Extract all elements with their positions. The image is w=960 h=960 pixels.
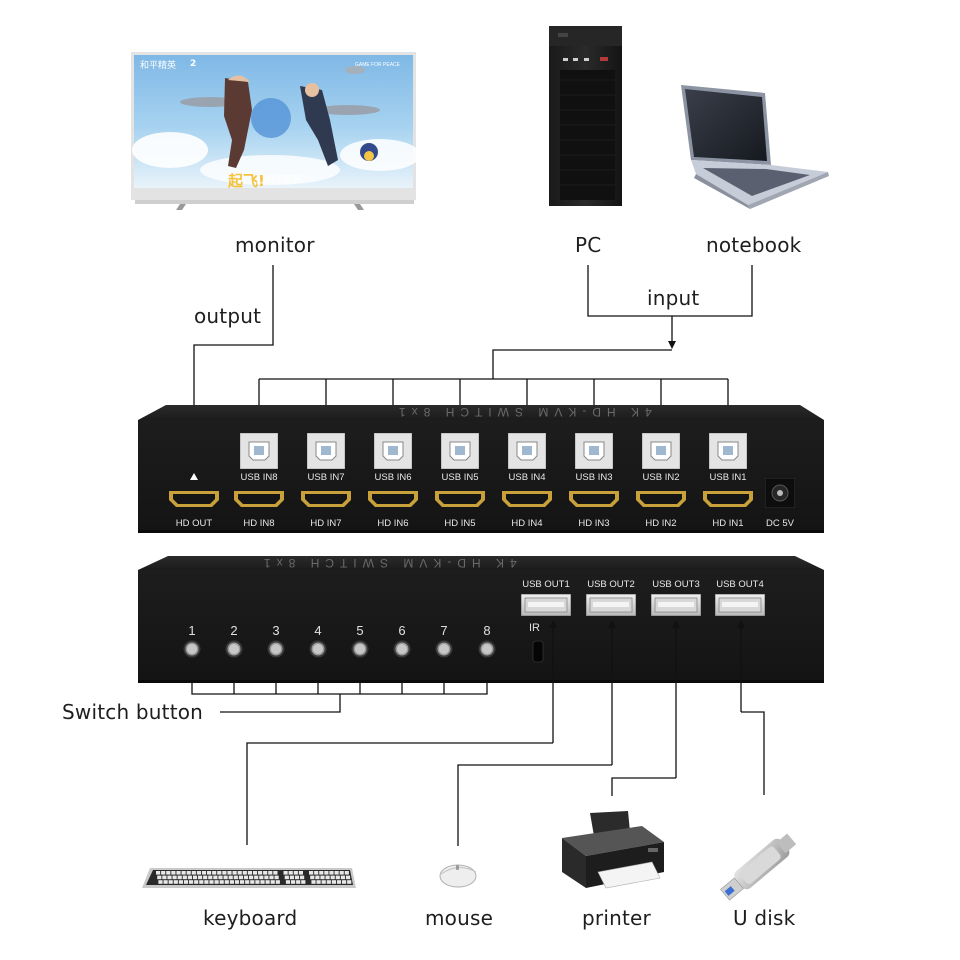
usb-out-label: USB OUT4 — [716, 579, 764, 590]
usb-in-port[interactable] — [641, 432, 681, 470]
dc-5v-port[interactable] — [764, 477, 796, 509]
pc-label: PC — [575, 233, 602, 257]
keyboard-icon — [142, 868, 356, 888]
switch-button[interactable] — [183, 640, 201, 658]
usb-out-port[interactable] — [650, 593, 702, 617]
monitor-badge-text: 2 — [190, 59, 196, 69]
switch-button[interactable] — [225, 640, 243, 658]
switch-button-number: 6 — [398, 623, 406, 638]
hd-in-port[interactable] — [636, 491, 686, 507]
hd-in-port[interactable] — [368, 491, 418, 507]
switch-button-number: 4 — [314, 623, 322, 638]
switch-button-number: 8 — [483, 623, 491, 638]
switch-button[interactable] — [478, 640, 496, 658]
usb-in-label: USB IN3 — [575, 472, 613, 483]
usb-in-port[interactable] — [440, 432, 480, 470]
usb-in-port[interactable] — [373, 432, 413, 470]
switch-button-lines — [191, 682, 488, 713]
switch-button[interactable] — [435, 640, 453, 658]
usb-out-port[interactable] — [520, 593, 572, 617]
hd-in-label: HD IN6 — [377, 518, 409, 529]
hd-in-port[interactable] — [502, 491, 552, 507]
monitor-anniv-text: 和平精英 — [265, 173, 301, 185]
hd-out-label: HD OUT — [175, 518, 213, 529]
hd-in-label: HD IN1 — [712, 518, 744, 529]
monitor-label: monitor — [235, 233, 315, 257]
usb-in-label: USB IN4 — [508, 472, 546, 483]
usb-flash-drive-icon — [720, 833, 797, 901]
switch-button-label: Switch button — [62, 700, 204, 724]
hd-in-label: HD IN7 — [310, 518, 342, 529]
hd-in-label: HD IN4 — [511, 518, 543, 529]
usb-in-port[interactable] — [306, 432, 346, 470]
hd-out-arrow-icon — [190, 473, 198, 480]
monitor-slogan-text: 起飞! — [227, 172, 265, 190]
switch-button[interactable] — [267, 640, 285, 658]
monitor-icon — [131, 52, 420, 210]
usb-output-lines — [246, 620, 765, 846]
switch-button[interactable] — [309, 640, 327, 658]
usb-out-label: USB OUT2 — [587, 579, 635, 590]
hd-in-label: HD IN3 — [578, 518, 610, 529]
kvm-front-panel — [138, 556, 824, 683]
usb-out-port[interactable] — [585, 593, 637, 617]
hd-in-label: HD IN5 — [444, 518, 476, 529]
usb-in-label: USB IN2 — [642, 472, 680, 483]
mouse-icon — [439, 864, 477, 888]
printer-label: printer — [582, 906, 651, 930]
pc-tower-icon — [549, 26, 622, 206]
switch-button-number: 2 — [230, 623, 238, 638]
notebook-icon — [681, 85, 829, 209]
switch-button-number: 1 — [188, 623, 196, 638]
output-connector-line — [193, 265, 274, 420]
usb-in-port[interactable] — [708, 432, 748, 470]
monitor-tag-text: GAME FOR PEACE — [355, 62, 401, 68]
usb-in-label: USB IN1 — [709, 472, 747, 483]
hd-in-port[interactable] — [435, 491, 485, 507]
usb-in-port[interactable] — [574, 432, 614, 470]
hd-in-port[interactable] — [569, 491, 619, 507]
usb-in-label: USB IN7 — [307, 472, 345, 483]
usb-in-label: USB IN6 — [374, 472, 412, 483]
hd-in-label: HD IN2 — [645, 518, 677, 529]
ir-label: IR — [529, 622, 540, 634]
notebook-label: notebook — [706, 233, 802, 257]
switch-button[interactable] — [393, 640, 411, 658]
usb-in-label: USB IN8 — [240, 472, 278, 483]
printer-icon — [562, 811, 664, 889]
u-disk-label: U disk — [733, 906, 796, 930]
usb-out-port[interactable] — [714, 593, 766, 617]
mouse-label: mouse — [425, 906, 494, 930]
keyboard-keys — [156, 871, 352, 884]
switch-button[interactable] — [351, 640, 369, 658]
ir-receiver — [532, 640, 544, 663]
hd-in-port[interactable] — [703, 491, 753, 507]
switch-button-number: 5 — [356, 623, 364, 638]
usb-in-port[interactable] — [507, 432, 547, 470]
input-label: input — [647, 286, 700, 310]
switch-button-number: 3 — [272, 623, 280, 638]
usb-out-label: USB OUT1 — [522, 579, 570, 590]
front-brand-text: 4K HD-KVM SWITCH 8x1 — [258, 556, 517, 570]
monitor-logo-text: 和平精英 — [140, 59, 176, 71]
hd-in-label: HD IN8 — [243, 518, 275, 529]
hd-out-port[interactable] — [169, 491, 219, 507]
keyboard-label: keyboard — [203, 906, 298, 930]
rear-brand-text: 4K HD-KVM SWITCH 8x1 — [393, 405, 652, 419]
usb-in-port[interactable] — [239, 432, 279, 470]
hd-in-port[interactable] — [301, 491, 351, 507]
output-label: output — [194, 304, 262, 328]
hd-in-port[interactable] — [234, 491, 284, 507]
switch-button-number: 7 — [440, 623, 448, 638]
dc-5v-label: DC 5V — [766, 518, 794, 529]
usb-in-label: USB IN5 — [441, 472, 479, 483]
usb-out-label: USB OUT3 — [652, 579, 700, 590]
